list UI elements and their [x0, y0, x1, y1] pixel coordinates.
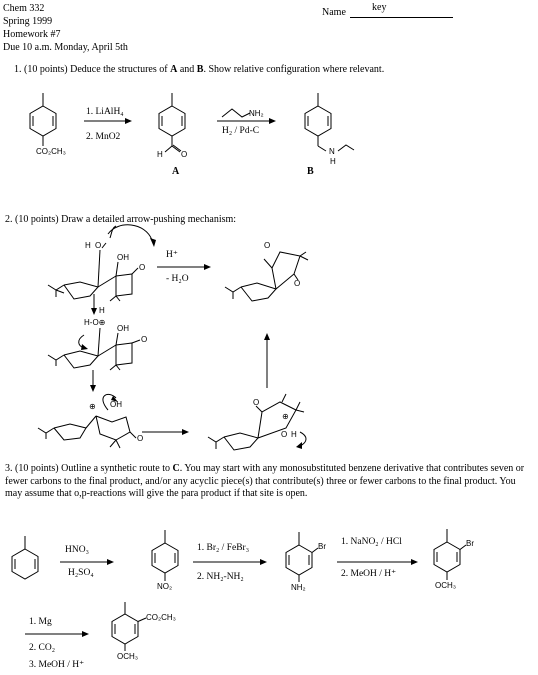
q1-reagent-step2: 2. MnO2 [86, 132, 121, 142]
q3-nitrotoluene [151, 530, 179, 581]
q1-hydrogenation: H₂ / Pd-C [222, 126, 260, 136]
q1-amine-N: N [329, 147, 335, 156]
q2-oxocarbenium-H: H [291, 430, 297, 439]
q3-bromo-label-2: Br [466, 539, 474, 548]
q2-prompt: 2. (10 points) Draw a detailed arrow-pus… [5, 214, 237, 225]
term-label: Spring 1999 [3, 16, 53, 27]
q1-amine-B [304, 93, 355, 152]
q3-reagent-bromination: 1. Br₂ / FeBr₃ [197, 543, 250, 553]
q3-bromoaniline [285, 532, 319, 582]
q1-ester-label: CO₂CH₃ [36, 147, 66, 156]
q1-amine-reagent: NH₂ [249, 109, 264, 118]
q2-oh-label-2: OH [117, 324, 129, 333]
q3-toluene [11, 536, 39, 580]
q2-acid: H⁺ [166, 250, 178, 260]
q3-reagent-methanolysis: 2. MeOH / H⁺ [341, 569, 397, 579]
q2-product-O1: O [264, 241, 271, 250]
q2-hydroxyl-H: H [85, 241, 91, 250]
q2-oxocarbenium [207, 393, 305, 451]
q1-start-molecule [29, 93, 57, 146]
q3-prompt: 3. (10 points) Outline a synthetic route… [5, 463, 525, 499]
q3-bromoanisole [433, 529, 467, 580]
q1-aldehyde-H: H [157, 150, 163, 159]
name-label: Name [322, 7, 346, 18]
q2-ketone-O-2: O [141, 335, 148, 344]
q3-bromo-label-1: Br [318, 542, 326, 551]
course-name: Chem 332 [3, 3, 45, 14]
q3-reagent-diazotization: 1. NaNO₂ / HCl [341, 537, 402, 547]
q3-reagent-esterification: 3. MeOH / H⁺ [29, 660, 85, 670]
q2-oxocarbenium-plus: ⊕ [282, 412, 289, 421]
name-underline [350, 17, 453, 18]
q3-methoxy-label: OCH₃ [435, 581, 457, 590]
homework-label: Homework #7 [3, 29, 61, 40]
q1-aldehyde-A [158, 93, 186, 153]
q1-aldehyde-O: O [181, 150, 188, 159]
q3-final-product [111, 602, 147, 651]
q2-oxonium: H-O⊕ [84, 318, 106, 327]
q2-proton: H [99, 306, 105, 315]
q3-reagent-sulfuric: H₂SO₄ [68, 568, 94, 578]
q2-oh-label: OH [117, 253, 129, 262]
q3-reagent-nitric: HNO₃ [65, 545, 89, 555]
q3-methoxy-final: OCH₃ [117, 652, 139, 661]
q3-ester-label: CO₂CH₃ [146, 613, 176, 622]
q2-dehydration: - H₂O [166, 274, 189, 284]
q2-hydroxyl-O: O [95, 241, 102, 250]
q1-label-B: B [307, 166, 314, 177]
q3-reagent-hydrazine: 2. NH₂-NH₂ [197, 572, 244, 582]
name-value: key [372, 2, 387, 13]
q2-carbocation [37, 415, 137, 449]
q1-label-A: A [172, 166, 180, 177]
q2-ketone-O-3: O [137, 434, 144, 443]
q2-ketone-O: O [139, 263, 146, 272]
q2-product-O2: O [294, 279, 301, 288]
q3-nitro-label: NO₂ [157, 582, 173, 591]
q3-amino-label: NH₂ [291, 583, 306, 592]
q2-oxocarbenium-O2: O [281, 430, 288, 439]
q2-oh-label-3: OH [110, 400, 122, 409]
q2-carbocation-plus: ⊕ [89, 402, 96, 411]
q1-prompt: 1. (10 points) Deduce the structures of … [14, 64, 385, 75]
due-date: Due 10 a.m. Monday, April 5th [3, 42, 128, 53]
q2-oxocarbenium-O1: O [253, 398, 260, 407]
q1-reagent-step1: 1. LiAlH₄ [86, 107, 124, 117]
q3-reagent-co2: 2. CO₂ [29, 643, 56, 653]
q2-product [224, 251, 309, 302]
q2-start-molecule [47, 242, 139, 302]
q1-amine-H: H [330, 157, 336, 166]
q2-protonated [47, 327, 141, 371]
q3-reagent-mg: 1. Mg [29, 617, 52, 627]
